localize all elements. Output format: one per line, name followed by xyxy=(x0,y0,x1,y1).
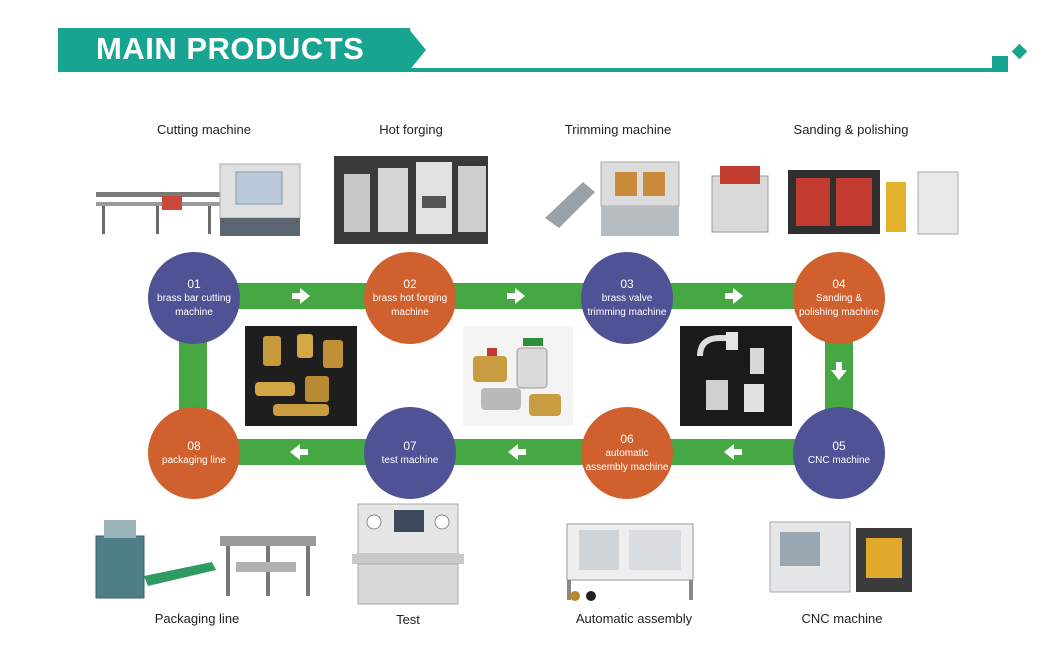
header-rule-block xyxy=(992,56,1008,70)
page-title: MAIN PRODUCTS xyxy=(96,31,365,66)
step-06-circle: 06 automatic assembly machine xyxy=(581,407,673,499)
step-label: brass bar cutting machine xyxy=(157,292,231,318)
arrow-left-icon xyxy=(734,449,742,455)
diamond-icon xyxy=(1011,43,1028,60)
arrow-right-icon xyxy=(515,288,525,304)
arrow-left-icon xyxy=(300,449,308,455)
brass-valves-photo xyxy=(463,326,573,426)
hot-forging-image xyxy=(334,156,488,244)
step-label: brass hot forging machine xyxy=(372,292,448,318)
step-label: brass valve trimming machine xyxy=(587,292,667,318)
header-banner-tip xyxy=(408,28,426,72)
step-number: 05 xyxy=(832,438,846,453)
step-number: 06 xyxy=(620,431,634,446)
trimming-machine-image xyxy=(545,161,680,236)
caption-sanding-polishing: Sanding & polishing xyxy=(793,122,909,137)
caption-automatic-assembly: Automatic assembly xyxy=(575,611,693,626)
caption-trimming-machine: Trimming machine xyxy=(564,122,672,137)
automatic-assembly-image xyxy=(566,523,694,601)
step-03-circle: 03 brass valve trimming machine xyxy=(581,252,673,344)
caption-cutting-machine: Cutting machine xyxy=(157,122,251,137)
step-02-circle: 02 brass hot forging machine xyxy=(364,252,456,344)
step-label: packaging line xyxy=(162,454,226,466)
step-number: 03 xyxy=(620,276,634,291)
arrow-right-icon xyxy=(733,288,743,304)
packaging-line-image xyxy=(95,520,316,599)
caption-hot-forging: Hot forging xyxy=(379,122,443,137)
test-machine-image xyxy=(352,503,464,605)
caption-test: Test xyxy=(396,612,420,627)
step-label: Sanding & polishing machine xyxy=(798,292,880,318)
arrow-right-icon xyxy=(300,288,310,304)
step-01-circle: 01 brass bar cutting machine xyxy=(148,252,240,344)
step-label: CNC machine xyxy=(807,454,871,466)
arrow-down-icon xyxy=(836,362,842,370)
brass-fittings-photo xyxy=(245,326,357,426)
cnc-machine-image xyxy=(769,521,912,593)
step-number: 08 xyxy=(187,438,201,453)
step-number: 07 xyxy=(403,438,417,453)
arrow-right-icon xyxy=(725,293,733,299)
sanding-polishing-image xyxy=(711,166,959,235)
step-label: test machine xyxy=(381,454,439,466)
arrow-right-icon xyxy=(507,293,515,299)
arrow-right-icon xyxy=(292,293,300,299)
header-banner xyxy=(58,28,410,72)
arrow-left-icon xyxy=(508,444,518,460)
arrow-left-icon xyxy=(518,449,526,455)
step-number: 02 xyxy=(403,276,417,291)
step-04-circle: 04 Sanding & polishing machine xyxy=(793,252,885,344)
caption-packaging-line: Packaging line xyxy=(154,611,240,626)
step-08-circle: 08 packaging line xyxy=(148,407,240,499)
arrow-left-icon xyxy=(724,444,734,460)
step-number: 04 xyxy=(832,276,846,291)
arrow-left-icon xyxy=(290,444,300,460)
step-label: automatic assembly machine xyxy=(585,447,669,473)
cutting-machine-image xyxy=(96,163,301,236)
caption-cnc-machine: CNC machine xyxy=(801,611,883,626)
step-number: 01 xyxy=(187,276,201,291)
step-07-circle: 07 test machine xyxy=(364,407,456,499)
header-rule xyxy=(58,68,1008,72)
chrome-valves-photo xyxy=(680,326,792,426)
arrow-down-icon xyxy=(831,370,847,380)
step-05-circle: 05 CNC machine xyxy=(793,407,885,499)
